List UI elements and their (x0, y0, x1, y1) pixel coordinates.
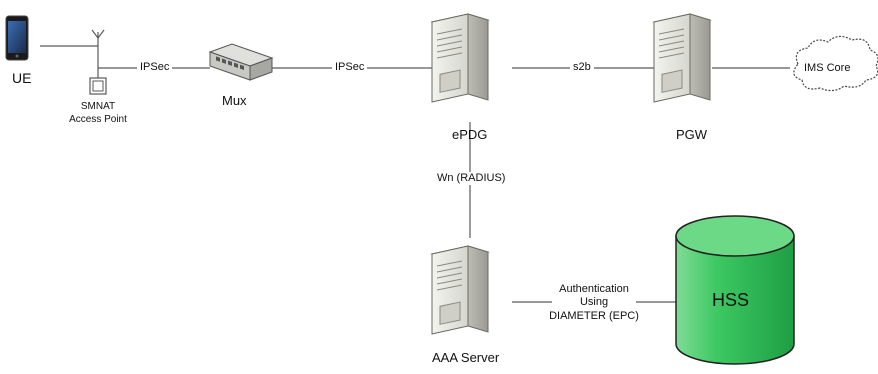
database-cylinder-icon (675, 215, 795, 365)
ims-core-label: IMS Core (804, 62, 851, 74)
access-point-icon (89, 77, 107, 95)
smartphone-icon (5, 15, 29, 61)
edge-label-epdg-pgw: s2b (570, 61, 594, 74)
ue-label: UE (12, 70, 32, 86)
aaa-server-label: AAA Server (432, 350, 500, 365)
pgw-label: PGW (676, 127, 708, 142)
edge-label-mux-epdg: IPSec (332, 61, 368, 74)
edge-label-epdg-aaa: Wn (RADIUS) (434, 172, 509, 185)
server-icon (431, 13, 489, 103)
antenna-icon (91, 29, 105, 46)
edge-label-aaa-hss-line2: Using (552, 296, 636, 309)
edge-label-ap-mux: IPSec (137, 61, 173, 74)
edge-label-aaa-hss-line3: DIAMETER (EPC) (546, 310, 642, 323)
cloud-icon (793, 35, 878, 92)
smnat-label-line2: Access Point (69, 114, 127, 125)
server-icon (431, 245, 489, 335)
smnat-label-line1: SMNAT (80, 101, 116, 112)
mux-switch-icon (208, 43, 274, 81)
hss-label: HSS (712, 290, 750, 310)
edge-label-aaa-hss-line1: Authentication (552, 283, 636, 296)
server-icon (653, 13, 711, 103)
mux-label: Mux (222, 93, 247, 108)
epdg-label: ePDG (452, 127, 488, 142)
